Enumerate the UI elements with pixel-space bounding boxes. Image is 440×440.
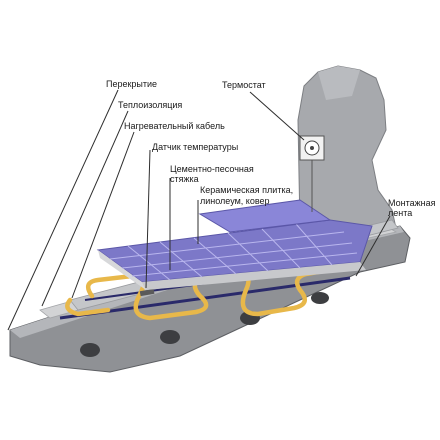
label-heating-cable: Нагревательный кабель [124,121,225,131]
label-tape-line1: Монтажная [388,198,436,208]
slab-hollow [311,292,329,304]
label-temperature-sensor: Датчик температуры [152,142,238,152]
thermostat [299,135,325,161]
label-screed-line1: Цементно-песочная [170,164,254,174]
tile-layer [96,199,373,290]
wall-highlight [318,66,360,100]
label-tile-line1: Керамическая плитка, [200,185,293,195]
leader-line-sensor [145,149,151,289]
label-screed-line2: стяжка [170,174,199,184]
wall [297,65,397,229]
leader-line-cable [71,131,135,299]
leader-line-slab [7,89,119,331]
label-slab: Перекрытие [106,79,157,89]
slab-hollow [80,343,100,357]
temperature-sensor [139,288,155,297]
label-tile-line2: линолеум, ковер [200,196,270,206]
slab-hollow [160,330,180,344]
label-insulation: Теплоизоляция [118,100,182,110]
label-tape-line2: лента [388,208,412,218]
leader-line-tape [355,215,391,277]
leader-line-insulation [41,110,129,307]
leader-line-thermostat [249,91,305,141]
heating-cable [65,267,333,321]
label-thermostat: Термостат [222,80,266,90]
